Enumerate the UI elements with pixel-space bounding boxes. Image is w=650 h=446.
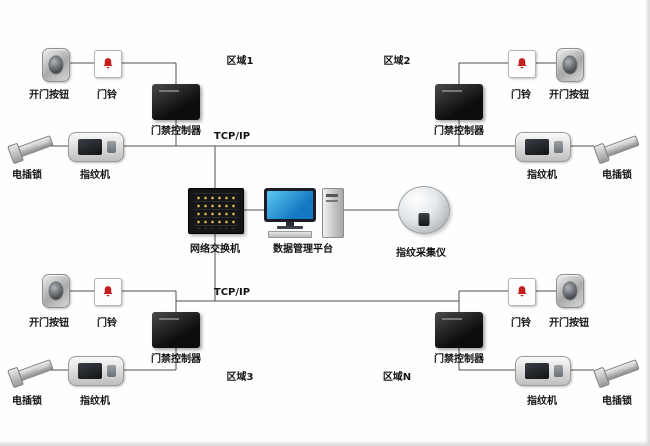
access-controller-label: 门禁控制器 (151, 126, 201, 137)
access-controller-device-zone1 (152, 84, 200, 120)
fingerprint-collector-label: 指纹采集仪 (396, 248, 446, 259)
data-platform-device (264, 188, 344, 238)
open-button-device-zone3 (42, 274, 70, 308)
fingerprint-collector-device (398, 186, 450, 234)
data-platform-label: 数据管理平台 (273, 244, 333, 255)
fingerprint-reader-label: 指纹机 (80, 170, 110, 181)
electric-lock-device-zone2 (594, 132, 642, 162)
open-button-label: 开门按钮 (29, 318, 69, 329)
access-controller-label: 门禁控制器 (434, 126, 484, 137)
doorbell-label: 门铃 (97, 90, 117, 101)
doorbell-device-zone2 (508, 50, 536, 78)
open-button-device-zoneN (556, 274, 584, 308)
lock-bar (596, 135, 640, 160)
electric-lock-device-zoneN (594, 356, 642, 386)
fingerprint-reader-label: 指纹机 (527, 396, 557, 407)
tcpip-label-bottom: TCP/IP (213, 287, 251, 298)
fingerprint-reader-label: 指纹机 (80, 396, 110, 407)
electric-lock-label: 电插锁 (602, 396, 632, 407)
monitor-screen (267, 191, 313, 219)
bell-icon (517, 58, 527, 69)
monitor (264, 188, 316, 222)
access-controller-label: 门禁控制器 (151, 354, 201, 365)
lock-bar (10, 359, 54, 384)
access-controller-device-zone3 (152, 312, 200, 348)
access-controller-device-zoneN (435, 312, 483, 348)
keyboard (268, 231, 312, 238)
fingerprint-reader-device-zone1 (68, 132, 124, 162)
fingerprint-reader-device-zoneN (515, 356, 571, 386)
zone2-label: 区域2 (383, 56, 411, 67)
electric-lock-label: 电插锁 (602, 170, 632, 181)
lock-bar (10, 135, 54, 160)
doorbell-device-zone3 (94, 278, 122, 306)
electric-lock-label: 电插锁 (12, 396, 42, 407)
open-button-device-zone2 (556, 48, 584, 82)
zone3-label: 区域3 (226, 372, 254, 383)
zone1-label: 区域1 (226, 56, 254, 67)
network-switch-label: 网络交换机 (190, 244, 240, 255)
tcpip-label-top: TCP/IP (213, 131, 251, 142)
open-button-label: 开门按钮 (29, 90, 69, 101)
computer-tower (322, 188, 344, 238)
access-controller-label: 门禁控制器 (434, 354, 484, 365)
open-button-label: 开门按钮 (549, 318, 589, 329)
switch-ports (194, 193, 238, 229)
doorbell-label: 门铃 (511, 90, 531, 101)
open-button-device-zone1 (42, 48, 70, 82)
fingerprint-reader-device-zone3 (68, 356, 124, 386)
electric-lock-device-zone1 (8, 132, 56, 162)
bell-icon (103, 286, 113, 297)
electric-lock-device-zone3 (8, 356, 56, 386)
doorbell-label: 门铃 (511, 318, 531, 329)
monitor-base (277, 226, 303, 229)
fingerprint-reader-device-zone2 (515, 132, 571, 162)
monitor-stand (286, 222, 294, 226)
lock-bar (596, 359, 640, 384)
doorbell-label: 门铃 (97, 318, 117, 329)
bell-icon (103, 58, 113, 69)
network-switch-device (188, 188, 244, 234)
doorbell-device-zone1 (94, 50, 122, 78)
access-controller-device-zone2 (435, 84, 483, 120)
electric-lock-label: 电插锁 (12, 170, 42, 181)
fingerprint-reader-label: 指纹机 (527, 170, 557, 181)
monitor-group (264, 188, 316, 238)
doorbell-device-zoneN (508, 278, 536, 306)
bell-icon (517, 286, 527, 297)
open-button-label: 开门按钮 (549, 90, 589, 101)
zoneN-label: 区域N (382, 372, 412, 383)
